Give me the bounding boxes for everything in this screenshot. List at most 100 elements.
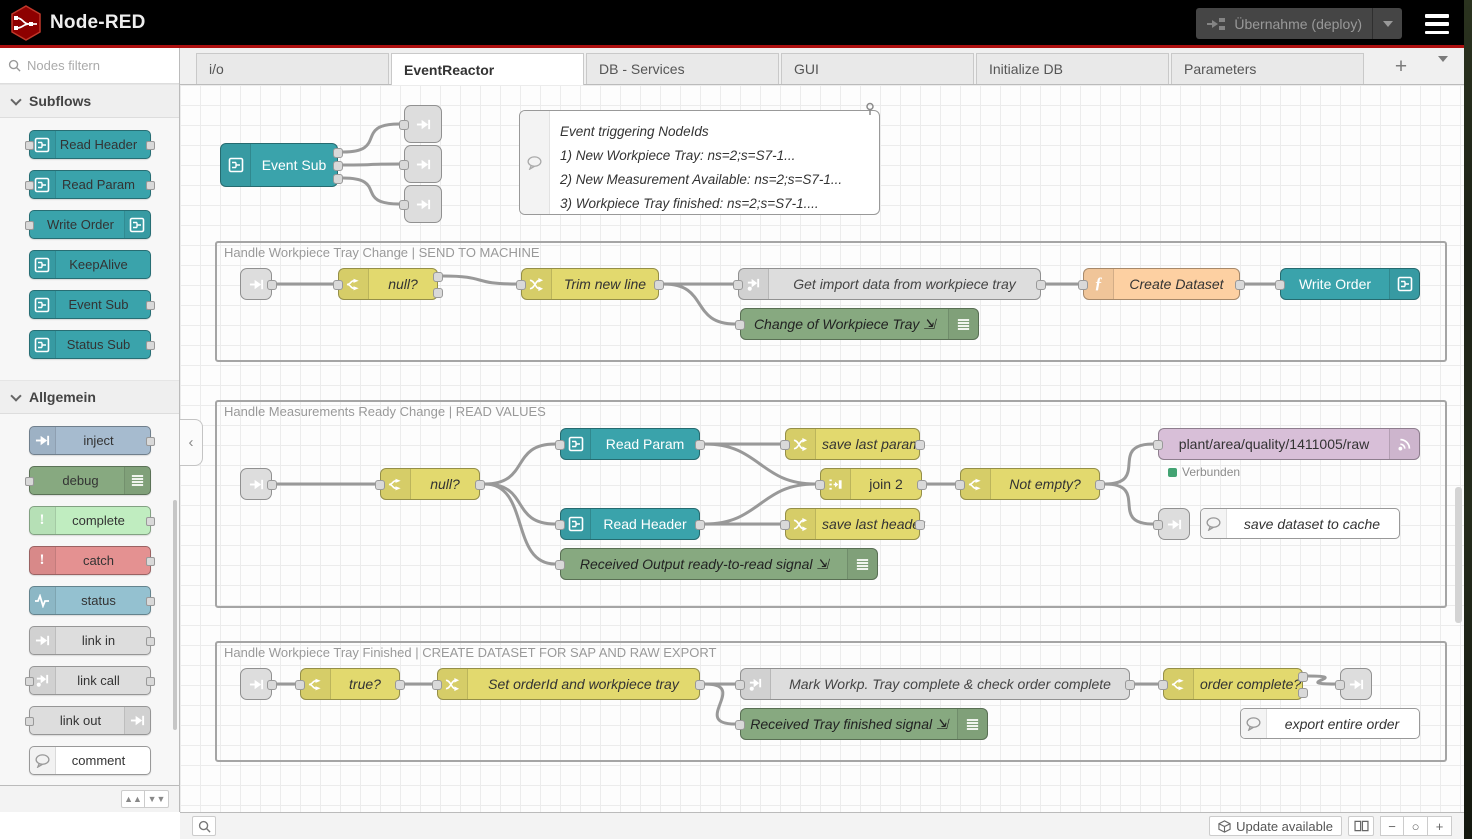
tab-initialize-db[interactable]: Initialize DB	[976, 53, 1169, 84]
node-port-out[interactable]	[145, 517, 155, 526]
node-port-out[interactable]	[145, 437, 155, 446]
flow-node-g3-set[interactable]: Set orderId and workpiece tray	[432, 668, 705, 700]
node-port-in[interactable]	[735, 320, 745, 330]
node-port-out[interactable]	[695, 520, 705, 530]
wire[interactable]	[341, 162, 401, 167]
flow-node-g2-slparam[interactable]: save last param	[780, 428, 925, 460]
node-port-out[interactable]	[1298, 688, 1308, 698]
palette-node-keepalive[interactable]: KeepAlive	[28, 250, 151, 279]
flow-node-g1-linkin[interactable]	[240, 268, 277, 300]
tab-db-services[interactable]: DB - Services	[586, 53, 779, 84]
palette-node-link-call[interactable]: link call	[24, 666, 155, 695]
sidebar-collapse-handle[interactable]: ‹	[180, 419, 203, 466]
node-port-in[interactable]	[1153, 520, 1163, 530]
node-port-out[interactable]	[333, 161, 343, 171]
flow-node-g2-rparam[interactable]: Read Param	[555, 428, 705, 460]
zoom-out-button[interactable]: −	[1380, 816, 1404, 836]
palette-node-comment[interactable]: comment	[28, 746, 151, 775]
node-port-in[interactable]	[399, 200, 409, 210]
node-port-out[interactable]	[267, 680, 277, 690]
palette-node-catch[interactable]: !catch	[28, 546, 155, 575]
node-port-in[interactable]	[780, 520, 790, 530]
node-port-in[interactable]	[24, 677, 34, 686]
node-port-out[interactable]	[267, 480, 277, 490]
flow-node-g1-null[interactable]: null?	[333, 268, 443, 300]
tab-gui[interactable]: GUI	[781, 53, 974, 84]
node-port-out[interactable]	[145, 301, 155, 310]
node-port-in[interactable]	[432, 680, 442, 690]
node-port-out[interactable]	[695, 680, 705, 690]
node-port-out[interactable]	[145, 637, 155, 646]
node-port-in[interactable]	[735, 720, 745, 730]
node-port-in[interactable]	[399, 160, 409, 170]
flow-node-g3-linkin[interactable]	[240, 668, 277, 700]
deploy-button[interactable]: Übernahme (deploy)	[1196, 8, 1402, 39]
palette-node-read-header[interactable]: Read Header	[24, 130, 155, 159]
node-port-out[interactable]	[267, 280, 277, 290]
node-port-out[interactable]	[1235, 280, 1245, 290]
flow-node-eventsub[interactable]: Event Sub	[220, 143, 343, 187]
canvas-search-button[interactable]	[192, 816, 216, 836]
canvas-vertical-scrollbar[interactable]	[1455, 487, 1462, 623]
node-port-out[interactable]	[333, 148, 343, 158]
palette-node-debug[interactable]: debug	[24, 466, 151, 495]
flow-node-g2-mqtt[interactable]: plant/area/quality/1411005/raw	[1153, 428, 1420, 460]
flow-node-g2-join[interactable]: join 2	[815, 468, 927, 500]
flow-node-g2-rheader[interactable]: Read Header	[555, 508, 705, 540]
navigator-toggle-button[interactable]	[1348, 816, 1374, 836]
flow-node-g2-null[interactable]: null?	[375, 468, 485, 500]
deploy-options-button[interactable]	[1372, 8, 1402, 39]
node-port-out[interactable]	[695, 440, 705, 450]
node-port-out[interactable]	[433, 288, 443, 298]
flow-node-g3-lout[interactable]	[1335, 668, 1372, 700]
tab-parameters[interactable]: Parameters	[1171, 53, 1364, 84]
palette-scrollbar[interactable]	[173, 500, 177, 730]
node-port-out[interactable]	[915, 520, 925, 530]
node-port-in[interactable]	[24, 141, 34, 150]
palette-node-inject[interactable]: inject	[28, 426, 155, 455]
flow-list-button[interactable]	[1438, 56, 1448, 80]
palette-node-complete[interactable]: !complete	[28, 506, 155, 535]
node-port-out[interactable]	[395, 680, 405, 690]
flow-node-g2-comment[interactable]: save dataset to cache	[1200, 508, 1400, 539]
palette-node-link-out[interactable]: link out	[24, 706, 151, 735]
node-port-in[interactable]	[1078, 280, 1088, 290]
palette-node-write-order[interactable]: Write Order	[24, 210, 151, 239]
flow-node-g2-notempty[interactable]: Not empty?	[955, 468, 1105, 500]
tab-i-o[interactable]: i/o	[196, 53, 389, 84]
palette-node-status[interactable]: status	[28, 586, 155, 615]
node-port-in[interactable]	[1275, 280, 1285, 290]
flow-node-g1-worder[interactable]: Write Order	[1275, 268, 1420, 300]
node-port-out[interactable]	[1095, 480, 1105, 490]
node-port-out[interactable]	[145, 677, 155, 686]
flow-node-g3-comment[interactable]: export entire order	[1240, 708, 1420, 739]
node-port-out[interactable]	[145, 597, 155, 606]
node-port-out[interactable]	[1298, 672, 1308, 682]
flow-node-lout-a[interactable]	[399, 105, 442, 143]
node-port-in[interactable]	[333, 280, 343, 290]
flow-node-g2-linkin[interactable]	[240, 468, 277, 500]
node-port-in[interactable]	[555, 520, 565, 530]
node-port-out[interactable]	[145, 341, 155, 350]
node-port-in[interactable]	[516, 280, 526, 290]
flow-node-g3-mark[interactable]: Mark Workp. Tray complete & check order …	[735, 668, 1135, 700]
zoom-reset-button[interactable]: ○	[1404, 816, 1428, 836]
node-port-in[interactable]	[735, 680, 745, 690]
flow-node-g2-lout[interactable]	[1153, 508, 1190, 540]
node-port-in[interactable]	[24, 181, 34, 190]
node-port-out[interactable]	[145, 557, 155, 566]
node-port-in[interactable]	[733, 280, 743, 290]
node-port-in[interactable]	[555, 440, 565, 450]
flow-node-lout-b[interactable]	[399, 145, 442, 183]
add-flow-button[interactable]: +	[1388, 54, 1414, 80]
node-port-in[interactable]	[399, 120, 409, 130]
expand-all-button[interactable]: ▼▼	[145, 790, 169, 808]
node-port-in[interactable]	[815, 480, 825, 490]
flow-node-g3-ordcmp[interactable]: order complete?	[1158, 668, 1308, 700]
palette-section-header-allgemein[interactable]: Allgemein	[0, 380, 179, 414]
palette-node-link-in[interactable]: link in	[28, 626, 155, 655]
node-port-in[interactable]	[24, 477, 34, 486]
node-port-out[interactable]	[333, 174, 343, 184]
flow-node-g1-getimp[interactable]: Get import data from workpiece tray	[733, 268, 1046, 300]
